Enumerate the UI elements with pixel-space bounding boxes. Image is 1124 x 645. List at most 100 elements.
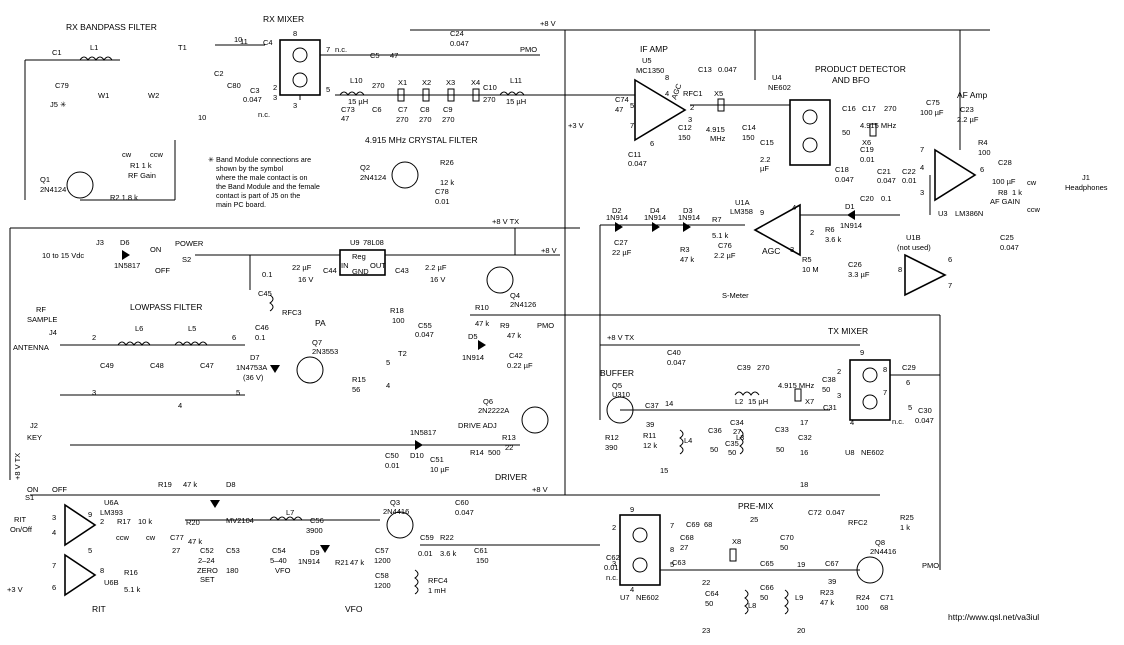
- svg-text:C27: C27: [614, 238, 628, 247]
- svg-text:C40: C40: [667, 348, 681, 357]
- svg-text:OFF: OFF: [155, 266, 170, 275]
- svg-text:C60: C60: [455, 498, 469, 507]
- svg-text:C53: C53: [226, 546, 240, 555]
- svg-text:C59: C59: [420, 533, 434, 542]
- svg-text:MV2104: MV2104: [226, 516, 254, 525]
- ic-u1b: U1B (not used): [897, 233, 947, 297]
- svg-text:8: 8: [898, 265, 902, 274]
- svg-text:X5: X5: [714, 89, 723, 98]
- svg-text:C7: C7: [398, 105, 408, 114]
- svg-text:5: 5: [908, 403, 912, 412]
- svg-text:47 k: 47 k: [188, 537, 202, 546]
- svg-text:2N4124: 2N4124: [360, 173, 386, 182]
- svg-text:RFC4: RFC4: [428, 576, 448, 585]
- svg-text:7: 7: [670, 521, 674, 530]
- svg-text:main PC board.: main PC board.: [216, 200, 266, 209]
- svg-text:contact is part of J5 on the: contact is part of J5 on the: [216, 191, 300, 200]
- svg-text:6: 6: [232, 333, 236, 342]
- svg-text:On/Off: On/Off: [10, 525, 33, 534]
- svg-text:D3: D3: [683, 206, 693, 215]
- svg-text:n.c.: n.c.: [892, 417, 904, 426]
- svg-text:RF Gain: RF Gain: [128, 171, 156, 180]
- svg-text:U6B: U6B: [104, 578, 119, 587]
- svg-text:47 k: 47 k: [820, 598, 834, 607]
- svg-text:C37: C37: [645, 401, 659, 410]
- svg-text:LM358: LM358: [730, 207, 753, 216]
- svg-text:SAMPLE: SAMPLE: [27, 315, 57, 324]
- svg-text:S2: S2: [182, 255, 191, 264]
- svg-text:PMO: PMO: [537, 321, 554, 330]
- svg-text:C1: C1: [52, 48, 62, 57]
- svg-text:5: 5: [88, 546, 92, 555]
- svg-text:C56: C56: [310, 516, 324, 525]
- svg-text:n.c.: n.c.: [335, 45, 347, 54]
- svg-text:1N914: 1N914: [606, 213, 628, 222]
- svg-text:5: 5: [670, 560, 674, 569]
- svg-text:0.01: 0.01: [418, 549, 433, 558]
- svg-text:6: 6: [948, 255, 952, 264]
- svg-text:9: 9: [760, 208, 764, 217]
- svg-text:150: 150: [678, 133, 691, 142]
- svg-text:PMO: PMO: [520, 45, 537, 54]
- svg-text:1 mH: 1 mH: [428, 586, 446, 595]
- svg-text:2N4416: 2N4416: [870, 547, 896, 556]
- svg-text:ANTENNA: ANTENNA: [13, 343, 49, 352]
- svg-text:C72: C72: [808, 508, 822, 517]
- svg-text:C16: C16: [842, 104, 856, 113]
- svg-text:8: 8: [665, 73, 669, 82]
- svg-text:R15: R15: [352, 375, 366, 384]
- svg-text:50: 50: [780, 543, 788, 552]
- svg-text:C79: C79: [55, 81, 69, 90]
- svg-text:47: 47: [341, 114, 349, 123]
- title-if-amp: IF AMP: [640, 44, 668, 54]
- svg-text:Q1: Q1: [40, 175, 50, 184]
- svg-text:1 k: 1 k: [1012, 188, 1022, 197]
- title-tx-mixer: TX MIXER: [828, 326, 868, 336]
- svg-text:C15: C15: [760, 138, 774, 147]
- svg-text:5: 5: [236, 388, 240, 397]
- svg-text:1200: 1200: [374, 556, 391, 565]
- svg-text:4: 4: [920, 163, 924, 172]
- svg-text:R17: R17: [117, 517, 131, 526]
- svg-text:270: 270: [442, 115, 455, 124]
- svg-text:2: 2: [810, 228, 814, 237]
- ic-u6b-rit: U6B: [64, 553, 119, 597]
- title-rit: RIT: [92, 604, 106, 614]
- svg-text:C31: C31: [823, 403, 837, 412]
- svg-text:RF: RF: [36, 305, 46, 314]
- svg-text:R26: R26: [440, 158, 454, 167]
- svg-text:U8: U8: [845, 448, 855, 457]
- svg-text:Q6: Q6: [483, 397, 493, 406]
- svg-text:+3 V: +3 V: [568, 121, 584, 130]
- svg-text:50: 50: [776, 445, 784, 454]
- svg-text:L5: L5: [188, 324, 196, 333]
- svg-text:AGC: AGC: [669, 82, 683, 101]
- ic-u1a-agc: U1A LM358: [730, 198, 801, 257]
- svg-text:C64: C64: [705, 589, 719, 598]
- svg-text:7: 7: [883, 388, 887, 397]
- svg-text:L8: L8: [748, 601, 756, 610]
- svg-text:C66: C66: [760, 583, 774, 592]
- svg-text:270: 270: [483, 95, 496, 104]
- title-buffer: BUFFER: [600, 368, 634, 378]
- svg-text:2: 2: [92, 333, 96, 342]
- svg-text:cw: cw: [146, 533, 156, 542]
- svg-text:C18: C18: [835, 165, 849, 174]
- svg-text:0.047: 0.047: [835, 175, 854, 184]
- svg-text:C34: C34: [730, 418, 744, 427]
- svg-text:27: 27: [680, 543, 688, 552]
- svg-text:2N2222A: 2N2222A: [478, 406, 509, 415]
- svg-text:3: 3: [612, 559, 616, 568]
- svg-text:C58: C58: [375, 571, 389, 580]
- svg-text:7: 7: [630, 121, 634, 130]
- svg-text:2.2 µF: 2.2 µF: [425, 263, 447, 272]
- svg-text:4: 4: [850, 418, 854, 427]
- svg-text:27: 27: [733, 427, 741, 436]
- svg-text:10 k: 10 k: [138, 517, 152, 526]
- svg-text:39: 39: [828, 577, 836, 586]
- svg-text:1 k: 1 k: [900, 523, 910, 532]
- svg-text:S-Meter: S-Meter: [722, 291, 749, 300]
- inductors: [79, 56, 789, 615]
- svg-text:C54: C54: [272, 546, 286, 555]
- svg-text:C35: C35: [725, 439, 739, 448]
